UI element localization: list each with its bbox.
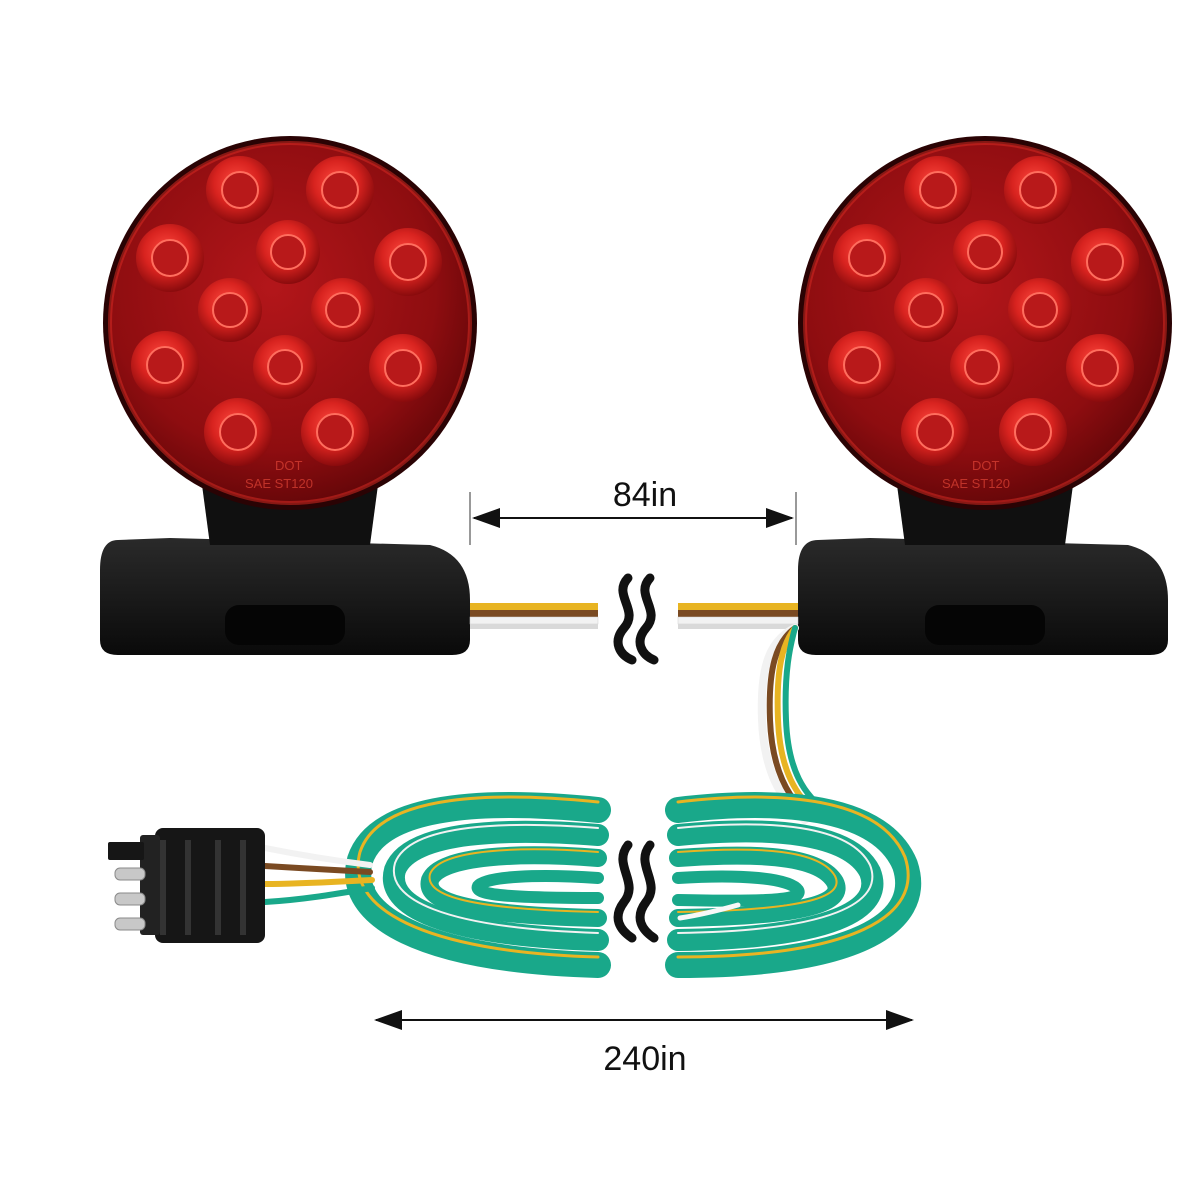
break-symbol-icon bbox=[613, 573, 659, 665]
connector-pins bbox=[114, 867, 146, 931]
right-tail-light: DOT SAE ST120 bbox=[798, 136, 1172, 655]
left-tail-light: DOT SAE ST120 bbox=[100, 136, 477, 655]
right-lens-sae-marking: SAE ST120 bbox=[942, 476, 1010, 491]
drop-cable bbox=[757, 624, 831, 824]
left-led-array bbox=[131, 156, 442, 466]
right-lamp-lens bbox=[805, 143, 1165, 503]
connector-lead-wires bbox=[262, 845, 375, 905]
left-lens-sae-marking: SAE ST120 bbox=[245, 476, 313, 491]
harness-coil-left-half bbox=[345, 792, 611, 978]
wire-harness-coil bbox=[262, 792, 922, 978]
break-symbol-icon-bottom bbox=[613, 840, 659, 943]
four-pin-flat-connector bbox=[108, 828, 265, 943]
left-magnetic-base bbox=[100, 538, 470, 655]
right-lens-dot-marking: DOT bbox=[972, 458, 1000, 473]
harness-coil-right-half bbox=[665, 792, 922, 978]
left-base-recess bbox=[225, 605, 345, 645]
dimension-line-84in bbox=[469, 492, 797, 545]
left-lens-dot-marking: DOT bbox=[275, 458, 303, 473]
inter-lamp-cable-right-segment bbox=[677, 603, 799, 629]
right-led-array bbox=[828, 156, 1139, 466]
inter-lamp-cable-left-segment bbox=[469, 603, 599, 629]
dimension-label-84in: 84in bbox=[612, 476, 678, 514]
connector-body bbox=[155, 828, 265, 943]
right-magnetic-base bbox=[798, 538, 1168, 655]
left-lamp-lens bbox=[110, 143, 470, 503]
connector-tab bbox=[108, 842, 144, 860]
right-base-recess bbox=[925, 605, 1045, 645]
inter-lamp-cable bbox=[469, 603, 799, 629]
dimension-label-240in: 240in bbox=[603, 1040, 687, 1078]
